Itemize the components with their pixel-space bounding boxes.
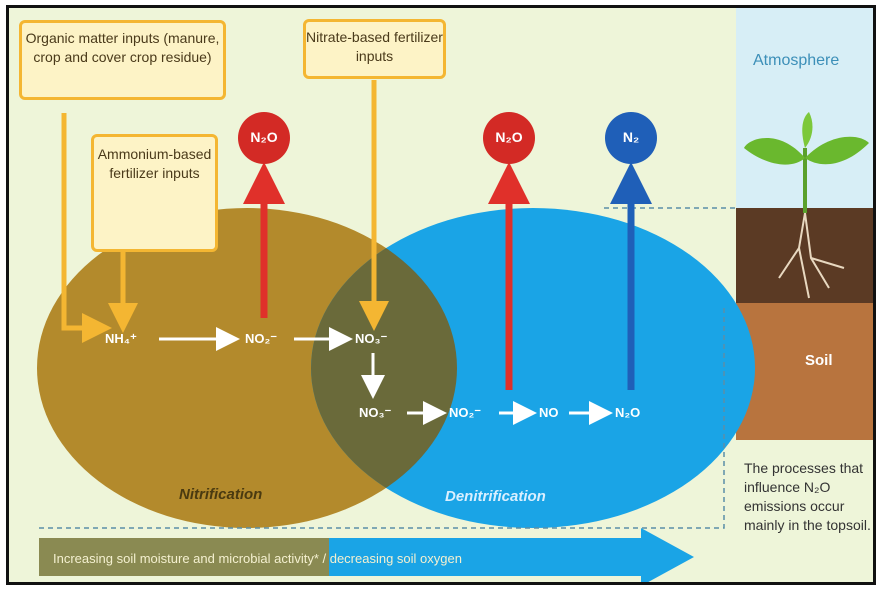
topsoil-note: The processes that influence N₂O emissio… <box>744 460 871 533</box>
diagram-frame: Organic matter inputs (manure, crop and … <box>6 5 876 585</box>
plant-leaf <box>744 138 805 165</box>
compound-n2o: N₂O <box>615 405 641 420</box>
n2-label: N₂ <box>622 129 640 145</box>
ammonium-box: Ammonium-based fertilizer inputs <box>91 134 218 252</box>
dashed-guide-right <box>39 308 725 529</box>
organic-matter-box: Organic matter inputs (manure, crop and … <box>19 20 226 100</box>
n2o-label-1: N₂O <box>250 129 278 145</box>
nitrate-text: Nitrate-based fertilizer inputs <box>306 29 443 64</box>
plant-leaf <box>802 112 813 148</box>
compound-no2-b: NO₂⁻ <box>449 405 482 420</box>
compound-nh4: NH₄⁺ <box>105 331 137 346</box>
subsoil-layer <box>736 303 873 440</box>
compound-no3-b: NO₃⁻ <box>359 405 392 420</box>
compound-no3: NO₃⁻ <box>355 331 388 346</box>
soil-label: Soil <box>805 352 833 369</box>
overlap-region <box>311 208 457 528</box>
compound-no2-a: NO₂⁻ <box>245 331 278 346</box>
organic-matter-text: Organic matter inputs (manure, crop and … <box>25 30 220 65</box>
organic-input-arrow <box>61 113 112 343</box>
topsoil-layer <box>736 208 873 303</box>
moisture-banner-text: Increasing soil moisture and microbial a… <box>53 551 462 566</box>
atmosphere-label: Atmosphere <box>753 52 840 69</box>
n2o-circle-1 <box>238 112 290 164</box>
diagram-graphics <box>37 80 869 582</box>
ammonium-text: Ammonium-based fertilizer inputs <box>97 146 212 181</box>
soil-panel <box>736 208 873 440</box>
compound-no: NO <box>539 405 559 420</box>
denitrification-label: Denitrification <box>445 488 546 505</box>
n2-circle <box>605 112 657 164</box>
nitrification-label: Nitrification <box>179 486 263 503</box>
n2o-label-2: N₂O <box>495 129 523 145</box>
plant-roots <box>778 212 845 299</box>
n2o-circle-2 <box>483 112 535 164</box>
nitrate-box: Nitrate-based fertilizer inputs <box>303 19 446 79</box>
plant-leaf <box>805 136 869 165</box>
